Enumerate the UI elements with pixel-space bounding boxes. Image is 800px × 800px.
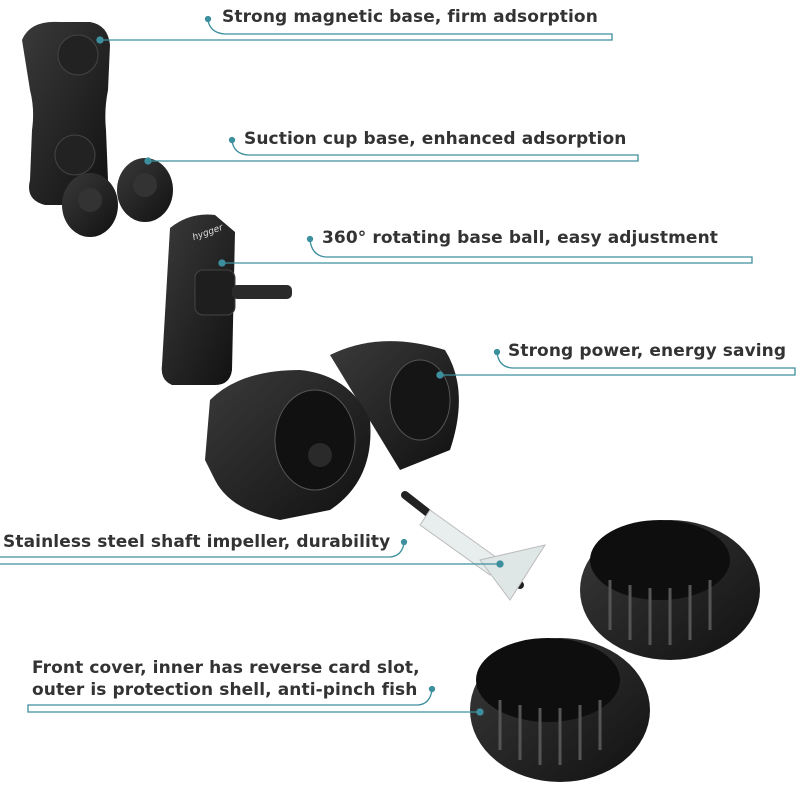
callout-front-cover-line2: outer is protection shell, anti-pinch fi… [32, 680, 418, 700]
pump-body-image [205, 341, 459, 520]
callout-front-cover-line1: Front cover, inner has reverse card slot… [32, 658, 420, 678]
callout-impeller: Stainless steel shaft impeller, durabili… [3, 532, 391, 552]
callout-line-5 [0, 538, 504, 568]
callout-line-3 [218, 235, 753, 267]
rotating-base-image [161, 214, 292, 385]
front-cover-image [470, 520, 760, 782]
callout-line-4 [436, 348, 796, 379]
callout-line-1 [96, 15, 613, 44]
magnetic-base-image [22, 21, 110, 206]
callout-line-2 [144, 136, 639, 165]
impeller-image [401, 491, 547, 601]
callout-power: Strong power, energy saving [508, 341, 787, 361]
callout-rotating-ball: 360° rotating base ball, easy adjustment [322, 228, 718, 248]
callout-line-6 [27, 685, 484, 716]
callout-magnetic-base: Strong magnetic base, firm adsorption [222, 7, 598, 27]
suction-cup-image [62, 158, 173, 237]
callout-suction-cup: Suction cup base, enhanced adsorption [244, 129, 627, 149]
